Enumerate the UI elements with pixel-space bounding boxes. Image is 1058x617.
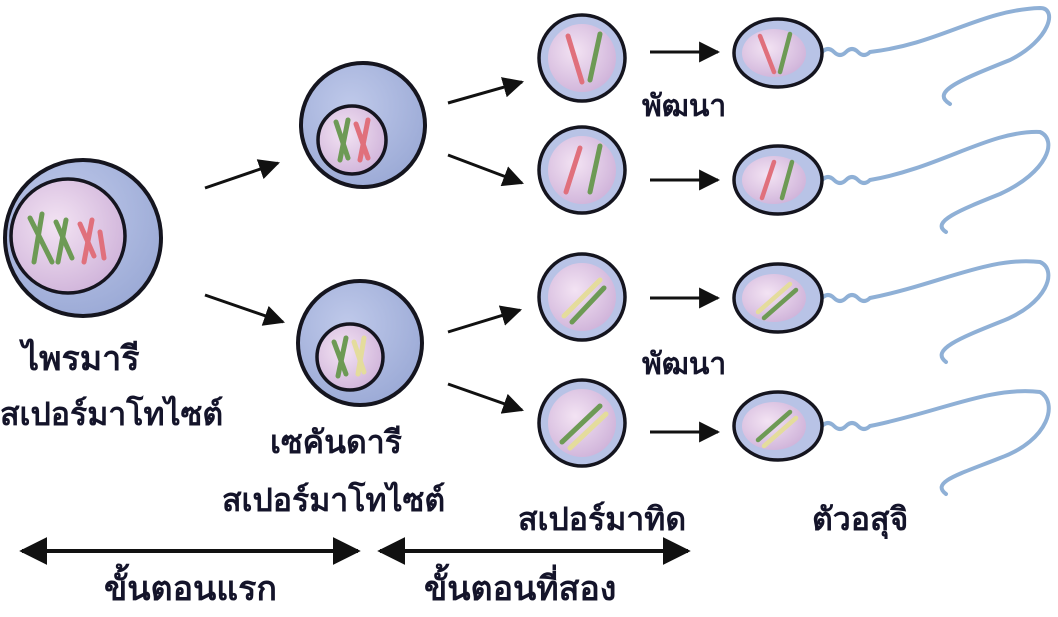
arrow-secondary-to-spermatid-1 (448, 82, 522, 103)
sperm-head-2 (734, 146, 822, 214)
primary-spermatocyte-label-line2: สเปอร์มาโทไซต์ (0, 398, 223, 430)
develop-label-top: พัฒนา (642, 92, 726, 122)
primary-spermatocyte-cell (5, 160, 161, 316)
secondary-spermatocyte-cell-bottom (298, 281, 422, 405)
arrow-primary-to-secondary-bottom (205, 295, 283, 322)
sperm-label: ตัวอสุจิ (812, 503, 908, 535)
arrow-secondary-to-spermatid-4 (448, 384, 522, 410)
sperm-head-1 (734, 19, 822, 87)
stage-first-label: ขั้นตอนแรก (104, 572, 277, 606)
primary-spermatocyte-label-line1: ไพรมารี (22, 342, 140, 376)
secondary-spermatocyte-cell-top (301, 63, 425, 187)
develop-label-bottom: พัฒนา (642, 350, 726, 380)
arrow-primary-to-secondary-top (205, 163, 278, 188)
spermatid-label: สเปอร์มาทิด (518, 503, 686, 535)
sperm-head-4 (734, 392, 822, 460)
arrow-secondary-to-spermatid-3 (448, 310, 520, 332)
spermatid-cell-1 (539, 15, 625, 101)
secondary-spermatocyte-label-line1: เซคันดารี (270, 426, 402, 458)
arrow-secondary-to-spermatid-2 (448, 155, 522, 183)
secondary-spermatocyte-label-line2: สเปอร์มาโทไซต์ (222, 484, 445, 516)
spermatid-cell-3 (539, 254, 625, 340)
sperm-tails (822, 8, 1049, 494)
spermatid-cell-4 (539, 380, 625, 466)
stage-second-label: ขั้นตอนที่สอง (424, 572, 616, 606)
sperm-head-3 (734, 264, 822, 332)
spermatid-cell-2 (539, 127, 625, 213)
